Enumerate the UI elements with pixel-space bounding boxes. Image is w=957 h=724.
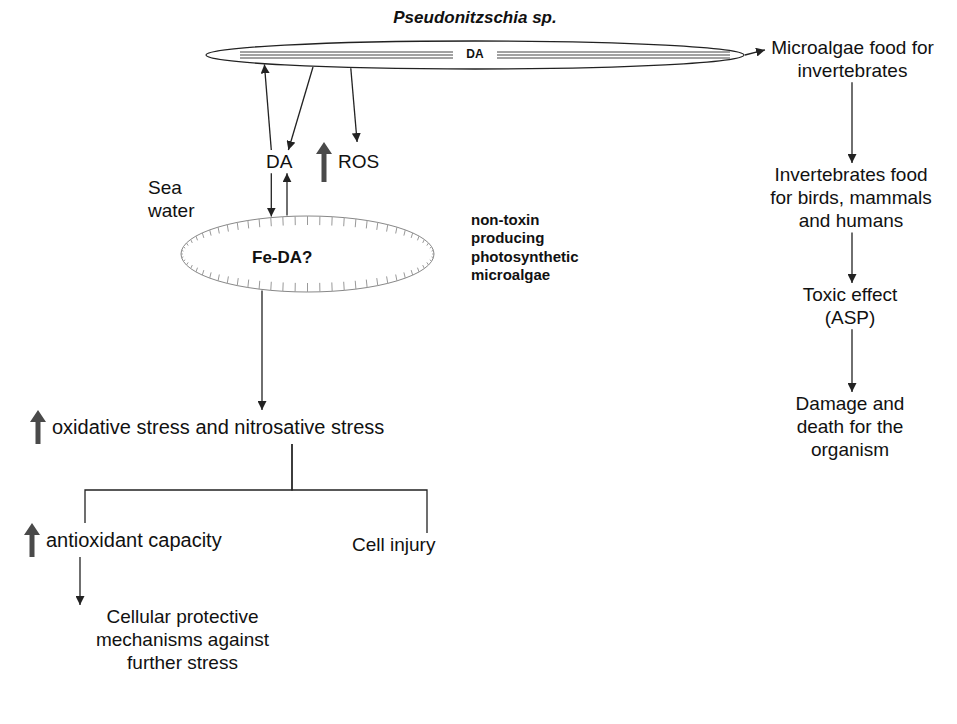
flow-arrow — [271, 173, 272, 216]
flow-arrow — [851, 233, 852, 284]
flow-label: Damage and death for the organism — [785, 392, 915, 462]
flow-label: DA — [266, 150, 292, 173]
flow-arrow — [79, 557, 80, 605]
flow-label: Invertebrates food for birds, mammals an… — [762, 163, 940, 233]
flow-arrow — [286, 173, 287, 215]
flow-arrow — [851, 82, 852, 163]
text-node: Microalgae food for invertebrates — [765, 36, 940, 82]
text-node: Cellular protective mechanisms against f… — [80, 605, 285, 675]
text-node: DA — [266, 150, 292, 173]
flow-arrow — [85, 444, 292, 523]
flow-arrow — [261, 290, 262, 410]
effect-label: oxidative stress and nitrosative stress — [52, 415, 384, 439]
flow-arrow — [292, 444, 427, 533]
flow-label: Toxic effect (ASP) — [790, 283, 910, 329]
flow-arrow — [264, 64, 271, 150]
organism-description: non-toxin producing photosynthetic micro… — [471, 211, 611, 284]
effect-label: antioxidant capacity — [46, 528, 222, 552]
flow-arrow — [351, 68, 357, 142]
species-name: Pseudonitzschia sp. — [205, 8, 745, 29]
diatom-cell: Pseudonitzschia sp.DA — [205, 40, 745, 70]
flow-arrow — [745, 50, 765, 55]
text-node: Toxic effect (ASP) — [790, 283, 910, 329]
text-node: Damage and death for the organism — [785, 392, 915, 462]
complex-label: Fe-DA? — [252, 248, 312, 269]
flow-label: Cell injury — [352, 533, 435, 556]
microalga-cell: Fe-DA?non-toxin producing photosynthetic… — [180, 215, 435, 293]
increase-arrow — [316, 142, 332, 182]
region-label: Sea water — [148, 176, 208, 222]
increase-arrow — [24, 523, 40, 557]
flow-arrow — [288, 67, 313, 150]
text-node: antioxidant capacity — [24, 523, 222, 557]
flow-arrow — [851, 329, 852, 392]
increase-arrow — [30, 410, 46, 444]
text-node: ROS — [316, 142, 379, 182]
text-node: oxidative stress and nitrosative stress — [30, 410, 384, 444]
effect-label: ROS — [338, 150, 379, 173]
toxin-label: DA — [205, 47, 745, 62]
flow-label: Microalgae food for invertebrates — [765, 36, 940, 82]
text-node: Cell injury — [352, 533, 435, 556]
text-node: Invertebrates food for birds, mammals an… — [762, 163, 940, 233]
flow-label: Cellular protective mechanisms against f… — [80, 605, 285, 675]
